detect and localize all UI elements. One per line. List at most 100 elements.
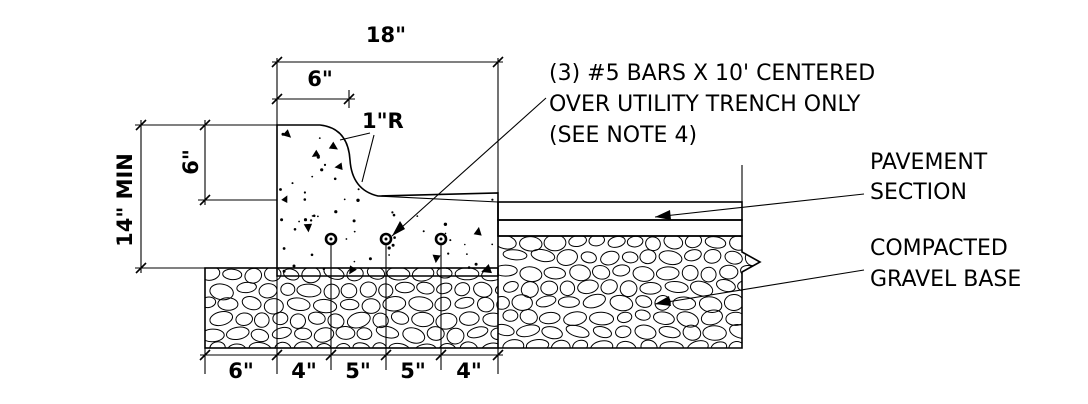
concrete-speck	[491, 198, 494, 201]
gravel-stone	[762, 250, 781, 262]
gravel-stone	[356, 327, 373, 341]
gravel-stone	[307, 311, 326, 325]
concrete-speck	[467, 266, 471, 269]
gravel-stone	[390, 311, 410, 325]
gravel-stone	[664, 280, 689, 294]
gravel-stone	[588, 236, 605, 247]
gravel-texture-left	[205, 268, 498, 348]
gravel-stone	[557, 296, 580, 308]
gravel-stone	[236, 281, 257, 294]
concrete-speck	[293, 228, 297, 231]
gravel-stone	[590, 353, 615, 373]
gravel-stone	[386, 268, 411, 281]
concrete-speck	[491, 243, 494, 246]
gravel-stone	[569, 355, 589, 371]
gravel-stone	[289, 313, 306, 329]
gravel-stone	[327, 313, 345, 329]
gravel-stone	[435, 312, 458, 330]
gravel-stone	[503, 281, 519, 293]
concrete-aggregate	[282, 129, 292, 138]
gravel-stone	[682, 356, 703, 371]
concrete-speck	[279, 188, 282, 191]
gravel-stone	[580, 251, 597, 264]
gravel-stone	[222, 268, 243, 281]
gravel-stone	[729, 236, 748, 251]
gravel-stone	[436, 268, 453, 279]
gravel-stone	[388, 342, 411, 348]
concrete-speck	[446, 267, 448, 269]
gravel-stone	[747, 341, 760, 348]
rebar-group	[324, 232, 448, 370]
gravel-stone	[434, 296, 452, 312]
gravel-stone	[607, 236, 626, 248]
pavement-note: PAVEMENT SECTION	[654, 150, 988, 220]
gravel-stone	[466, 326, 489, 339]
concrete-speck	[393, 149, 397, 152]
dimension-curb-height: 6"	[179, 119, 277, 206]
gravel-stone	[498, 295, 510, 310]
gravel-stone	[394, 281, 415, 294]
gravel-stone	[339, 298, 360, 311]
gravel-stone	[703, 248, 722, 264]
gravel-stone	[686, 340, 709, 348]
concrete-speck	[368, 257, 372, 261]
gravel-stone	[705, 356, 726, 372]
concrete-speck	[444, 171, 448, 174]
dim-bottom-2: 4"	[291, 359, 317, 383]
concrete-speck	[392, 166, 395, 169]
rebar-leader-arrow	[392, 221, 405, 236]
gravel-stone	[502, 309, 519, 322]
gravel-stone	[473, 281, 493, 298]
radius-text: 1"R	[362, 109, 404, 133]
concrete-speck	[352, 219, 356, 223]
concrete-speck	[291, 182, 294, 185]
concrete-aggregate	[489, 173, 497, 183]
concrete-aggregate	[408, 160, 416, 167]
gravel-stone	[639, 249, 657, 265]
gravel-note-line-1: COMPACTED	[870, 236, 1008, 261]
concrete-speck	[303, 198, 307, 201]
gravel-stone	[761, 263, 786, 280]
gravel-stone	[663, 236, 684, 250]
concrete-speck	[475, 129, 477, 132]
gravel-stone	[716, 279, 736, 293]
pavement-leader	[654, 193, 865, 218]
gravel-stone	[638, 353, 661, 370]
gravel-stone	[609, 294, 634, 312]
dim-bottom-1: 6"	[228, 359, 254, 383]
concrete-curb	[276, 124, 499, 277]
gravel-stone	[565, 324, 590, 338]
gravel-stone	[490, 327, 498, 341]
gravel-leader	[654, 269, 865, 305]
gravel-stone	[402, 327, 426, 344]
gravel-stone	[655, 266, 680, 281]
rebar-note: (3) #5 BARS X 10' CENTERED OVER UTILITY …	[391, 61, 875, 237]
gravel-stone	[525, 339, 550, 348]
gravel-stone	[684, 236, 703, 249]
gravel-stone	[498, 323, 515, 337]
concrete-speck	[353, 260, 356, 263]
gravel-stone	[294, 327, 313, 341]
concrete-speck	[410, 135, 413, 139]
concrete-speck	[437, 267, 439, 269]
radius-callout: 1"R	[339, 109, 404, 183]
gravel-stone	[459, 341, 479, 348]
concrete-speck	[372, 184, 374, 187]
gravel-stone	[704, 236, 727, 249]
gravel-stone	[293, 341, 313, 348]
concrete-speck	[303, 218, 308, 222]
gravel-stone	[771, 296, 793, 311]
rebar-3	[434, 232, 448, 370]
dim-total-depth-text: 14" MIN	[113, 153, 137, 247]
rebar-note-line-3: (SEE NOTE 4)	[549, 123, 697, 148]
concrete-speck	[391, 211, 394, 214]
gravel-stone	[301, 268, 321, 284]
gravel-stone	[621, 251, 639, 264]
concrete-aggregate	[421, 176, 430, 184]
gravel-stone	[540, 280, 559, 296]
gravel-stone	[758, 280, 760, 292]
concrete-speck	[310, 253, 314, 257]
gravel-stone	[746, 293, 760, 306]
concrete-speck	[447, 252, 450, 255]
pavement-section	[497, 165, 743, 237]
